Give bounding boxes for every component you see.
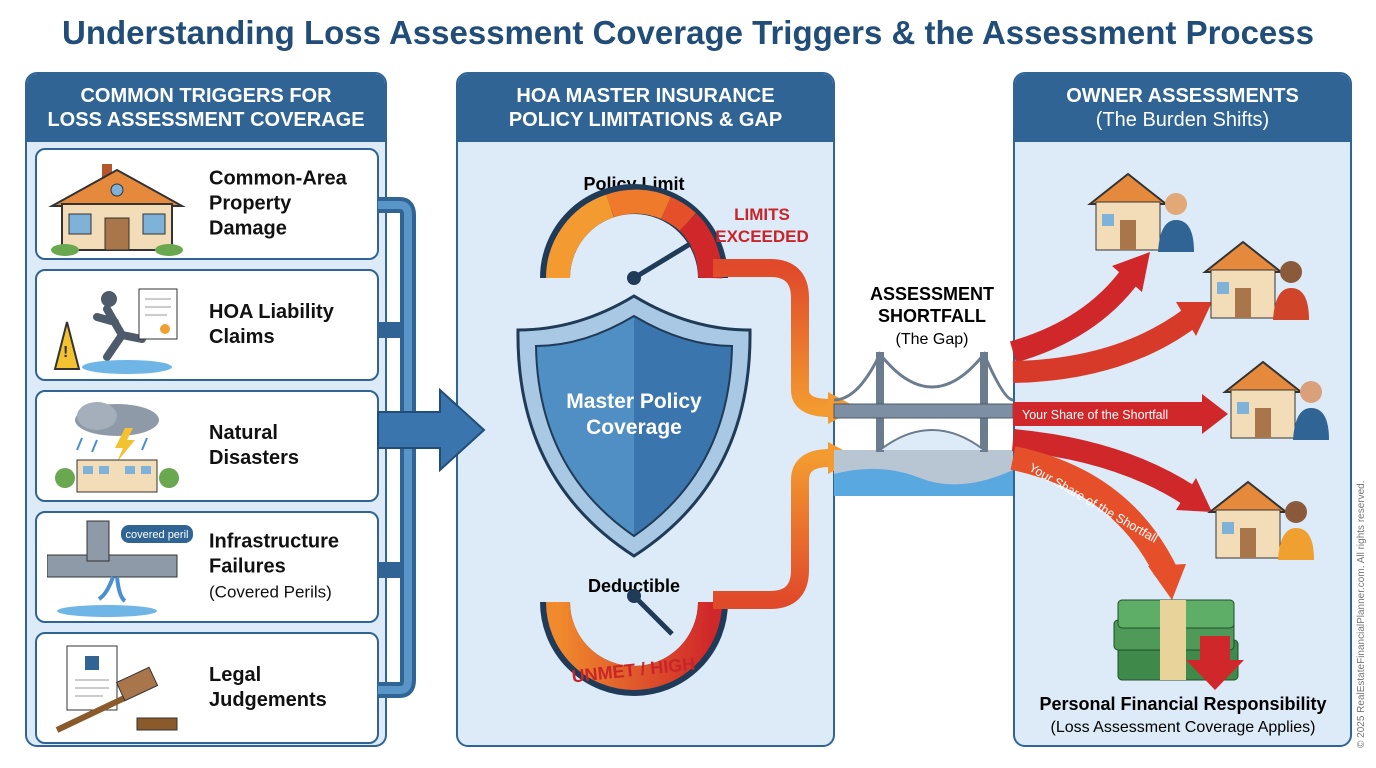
copyright-notice: © 2025 RealEstateFinancialPlanner.com. A…	[1356, 480, 1367, 748]
label-line: Legal	[209, 664, 262, 686]
gap-title: ASSESSMENT	[870, 284, 994, 304]
header-line: HOA MASTER INSURANCE	[516, 85, 775, 107]
header-line: LOSS ASSESSMENT COVERAGE	[47, 109, 365, 131]
label-line: Natural	[209, 422, 278, 444]
trigger-label: Infrastructure Failures (Covered Perils)	[209, 530, 339, 605]
owner-assessments-header: OWNER ASSESSMENTS (The Burden Shifts)	[1015, 74, 1350, 142]
label-line: Damage	[209, 217, 287, 240]
storm-icon	[55, 402, 179, 493]
trigger-card-legal: Legal Judgements	[35, 632, 379, 744]
page-title: Understanding Loss Assessment Coverage T…	[61, 14, 1314, 51]
damaged-clubhouse-icon	[48, 164, 186, 256]
trigger-label: Common-Area Property Damage	[209, 167, 347, 242]
label-note: (Covered Perils)	[209, 582, 332, 602]
header-line: COMMON TRIGGERS FOR	[80, 85, 332, 107]
label-line: Property	[209, 192, 292, 215]
slip-and-fall-icon: !	[53, 288, 178, 374]
bridge-icon	[833, 351, 1014, 496]
label-line: Judgements	[209, 689, 327, 711]
gap-subtitle: (The Gap)	[896, 331, 969, 348]
trigger-label: Legal Judgements	[209, 663, 327, 713]
covered-peril-tag: covered peril	[126, 529, 189, 541]
gap-title: SHORTFALL	[878, 306, 986, 326]
label-line: Disasters	[209, 447, 300, 469]
label-line: Claims	[209, 326, 275, 348]
header-line: POLICY LIMITATIONS & GAP	[508, 109, 783, 131]
master-policy-panel: HOA MASTER INSURANCE POLICY LIMITATIONS …	[456, 72, 835, 747]
master-policy-header: HOA MASTER INSURANCE POLICY LIMITATIONS …	[458, 74, 833, 142]
label-line: Common-Area	[209, 167, 347, 190]
label-line: HOA Liability	[209, 301, 334, 323]
trigger-label: Natural Disasters	[209, 421, 299, 471]
header-subtitle: (The Burden Shifts)	[1095, 109, 1270, 131]
trigger-label: HOA Liability Claims	[209, 300, 334, 350]
owner-assessments-panel: OWNER ASSESSMENTS (The Burden Shifts)	[1013, 72, 1352, 747]
label-line: Failures	[209, 555, 286, 578]
burst-pipe-icon: covered peril	[47, 520, 193, 617]
svg-text:!: !	[63, 344, 68, 361]
trigger-card-infrastructure: covered peril Infrastructure Failures (C…	[35, 511, 379, 623]
triggers-header: COMMON TRIGGERS FOR LOSS ASSESSMENT COVE…	[27, 74, 385, 142]
trigger-card-natural-disasters: Natural Disasters	[35, 390, 379, 502]
trigger-card-common-area: Common-Area Property Damage	[35, 148, 379, 260]
gavel-icon	[55, 645, 178, 733]
triggers-panel: COMMON TRIGGERS FOR LOSS ASSESSMENT COVE…	[25, 72, 387, 747]
header-line: OWNER ASSESSMENTS	[1066, 85, 1299, 107]
label-line: Infrastructure	[209, 530, 340, 553]
trigger-card-liability: ! HOA Liability Claims	[35, 269, 379, 381]
